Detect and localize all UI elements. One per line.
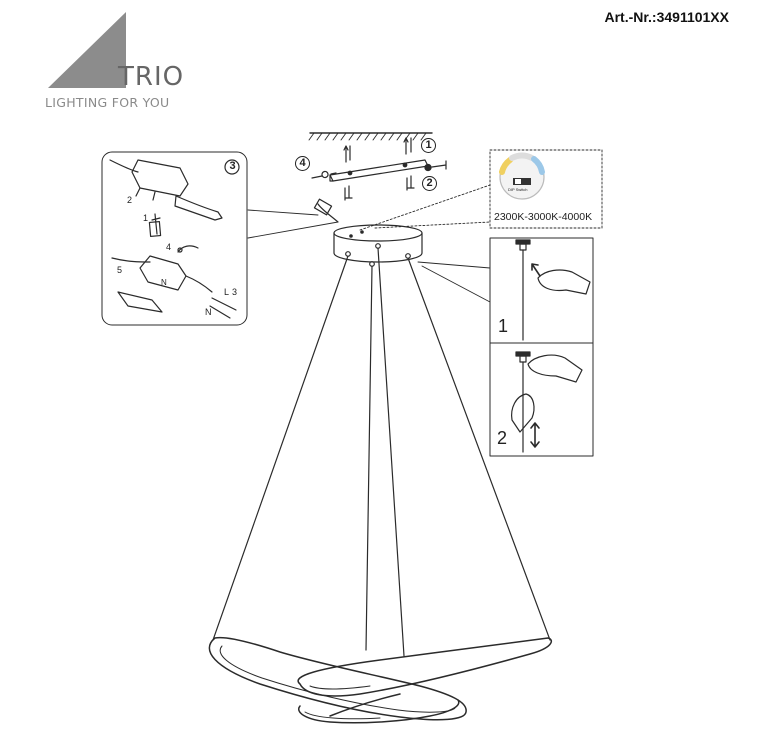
- side-screw-right-icon: [424, 160, 447, 172]
- wiring-label-1: 1: [143, 213, 149, 223]
- adjust-step2-icon: [511, 351, 583, 453]
- adjust-step1-icon: [515, 239, 591, 341]
- led-rings-icon: [208, 636, 552, 724]
- ceiling-screws-icon: [343, 137, 415, 201]
- wiring-detail-icon: [109, 159, 240, 319]
- wiring-panel: [101, 151, 248, 326]
- wiring-label-3: 3: [232, 287, 238, 297]
- dip-switch-label: DIP Switch: [508, 187, 528, 192]
- wiring-label-2: 2: [127, 195, 133, 205]
- wiring-label-4: 4: [166, 242, 172, 252]
- wiring-label-5: 5: [117, 265, 123, 275]
- wiring-label-n: N: [205, 307, 212, 317]
- color-temp-range: 2300K-3000K-4000K: [494, 211, 593, 223]
- mounting-bracket-icon: [329, 159, 429, 182]
- step-number-3: 3: [229, 160, 236, 172]
- step-number-1: 1: [421, 138, 436, 153]
- supply-cable-icon: [317, 203, 339, 223]
- brand-logo: [44, 10, 204, 110]
- adjust-step-1-label: 1: [498, 316, 509, 336]
- color-temp-panel: [489, 149, 603, 229]
- height-adjust-panel: [489, 237, 594, 457]
- brand-tagline: LIGHTING FOR YOU: [45, 95, 170, 110]
- wiring-label-n-connector: N: [161, 278, 167, 287]
- suspension-cables-icon: [212, 247, 551, 657]
- article-number: Art.-Nr.:3491101XX: [604, 9, 729, 25]
- color-temp-dial-icon: [499, 152, 545, 200]
- ceiling-icon: [308, 132, 433, 141]
- canopy-icon: [333, 224, 423, 267]
- adjust-step-2-label: 2: [497, 428, 508, 448]
- wiring-label-l: L: [224, 287, 230, 297]
- step-number-2: 2: [422, 176, 437, 191]
- step-number-4: 4: [295, 156, 310, 171]
- side-screw-left-icon: [311, 170, 337, 179]
- brand-name: TRIO: [118, 62, 185, 92]
- logo-triangle-icon: [48, 12, 126, 88]
- terminal-block-icon: [313, 198, 333, 216]
